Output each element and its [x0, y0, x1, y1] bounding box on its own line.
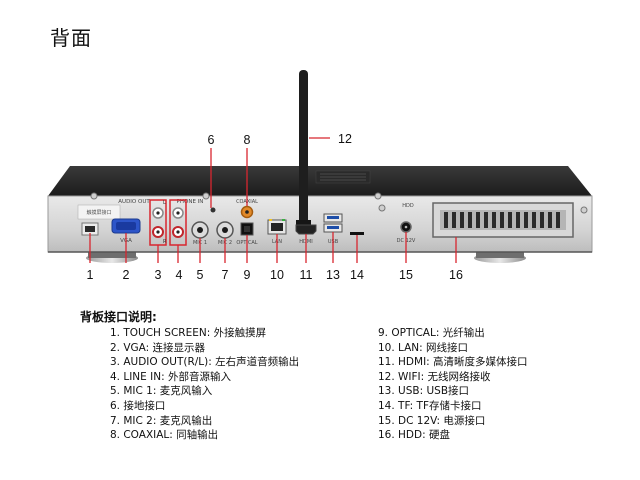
legend-item-hdmi: 11. HDMI: 高清晰度多媒体接口: [378, 356, 528, 369]
mic2-jack-hole: [222, 227, 228, 233]
usb-port-upper-tongue: [327, 216, 339, 219]
audio-out-r-text: R: [163, 239, 167, 245]
legend-item-mic2: 7. MIC 2: 麦克风输出: [110, 414, 213, 427]
coaxial-jack-hole: [245, 210, 249, 214]
hdmi-port: [295, 224, 317, 235]
audio-out-l-text: L: [163, 200, 166, 206]
callout-14: 14: [350, 268, 364, 282]
phone-in-label: PHONE IN: [177, 199, 204, 205]
legend-item-audio-out: 3. AUDIO OUT(R/L): 左右声道音频输出: [110, 356, 300, 369]
ground-terminal: [210, 207, 216, 213]
callout-9: 9: [244, 268, 251, 282]
legend-item-tf: 14. TF: TF存储卡接口: [378, 399, 482, 412]
legend-item-wifi: 12. WIFI: 无线网络接收: [378, 370, 491, 383]
screw-mid-right: [374, 192, 382, 200]
screw-left: [90, 192, 98, 200]
foot-right-body: [476, 250, 524, 258]
legend-item-usb: 13. USB: USB接口: [378, 385, 470, 398]
legend-column-left: 1. TOUCH SCREEN: 外接触摸屏 2. VGA: 连接显示器 3. …: [110, 326, 299, 443]
legend-item-vga: 2. VGA: 连接显示器: [110, 341, 206, 354]
callout-leaders: [89, 137, 457, 263]
callout-10: 10: [270, 268, 284, 282]
callout-12: 12: [338, 132, 352, 146]
touch-screen-sticker: [77, 204, 121, 220]
touch-screen-sticker-text: 触摸屏接口: [86, 209, 111, 216]
legend-item-lan: 10. LAN: 网线接口: [378, 341, 469, 354]
touch-screen-port-inner: [85, 226, 95, 232]
screw-right: [378, 204, 386, 212]
callout-4: 4: [176, 268, 183, 282]
callout-11: 11: [300, 268, 313, 282]
callout-1: 1: [87, 268, 94, 282]
device-rear-diagram: 触摸屏接口 VGA AUDIO OUT PHONE IN L R MIC 1 M…: [47, 70, 593, 282]
legend-item-dc12v: 15. DC 12V: 电源接口: [378, 414, 486, 427]
lan-led-right: [282, 219, 285, 221]
optical-port-inner: [244, 226, 250, 232]
legend-item-hdd: 16. HDD: 硬盘: [378, 429, 450, 442]
callout-3: 3: [155, 268, 162, 282]
callout-6: 6: [208, 133, 215, 147]
foot-left-body: [88, 250, 136, 258]
legend-heading: 背板接口说明:: [80, 310, 157, 324]
audio-out-r-jack-hole: [156, 230, 160, 234]
wifi-antenna: [299, 70, 308, 230]
lan-port-inner: [271, 223, 283, 231]
callout-2: 2: [123, 268, 130, 282]
audio-out-l-jack-hole: [156, 211, 160, 215]
screw-mid-left: [202, 192, 210, 200]
top-vent-slots: [320, 173, 366, 181]
tf-slot: [350, 232, 364, 235]
line-in-l-jack-hole: [176, 211, 180, 215]
legend-column-right: 9. OPTICAL: 光纤输出 10. LAN: 网线接口 11. HDMI:…: [378, 326, 528, 443]
legend-item-optical: 9. OPTICAL: 光纤输出: [378, 327, 485, 339]
callout-15: 15: [399, 268, 413, 282]
hdd-label: HDD: [402, 203, 414, 209]
legend-item-line-in: 4. LINE IN: 外部音源输入: [110, 370, 231, 383]
callout-16: 16: [449, 268, 463, 282]
legend-item-ground: 6. 接地接口: [110, 399, 166, 412]
callout-8: 8: [244, 133, 251, 147]
mic1-jack-hole: [197, 227, 203, 233]
dc12v-jack-pin: [404, 225, 408, 229]
line-in-r-jack-hole: [176, 230, 180, 234]
usb-port-lower-tongue: [327, 226, 339, 229]
hdd-bay-slots: [444, 212, 560, 228]
legend-item-mic1: 5. MIC 1: 麦克风输入: [110, 385, 213, 398]
legend-item-touch-screen: 1. TOUCH SCREEN: 外接触摸屏: [110, 327, 267, 339]
page-title: 背面: [50, 26, 92, 50]
callout-13: 13: [326, 268, 340, 282]
lan-led-left: [269, 219, 272, 221]
vga-port-inner: [116, 222, 136, 230]
callout-7: 7: [222, 268, 229, 282]
audio-out-label: AUDIO OUT: [118, 199, 150, 205]
screw-far-right: [580, 206, 588, 214]
callout-5: 5: [197, 268, 204, 282]
legend-item-coaxial: 8. COAXIAL: 同轴输出: [110, 429, 219, 442]
